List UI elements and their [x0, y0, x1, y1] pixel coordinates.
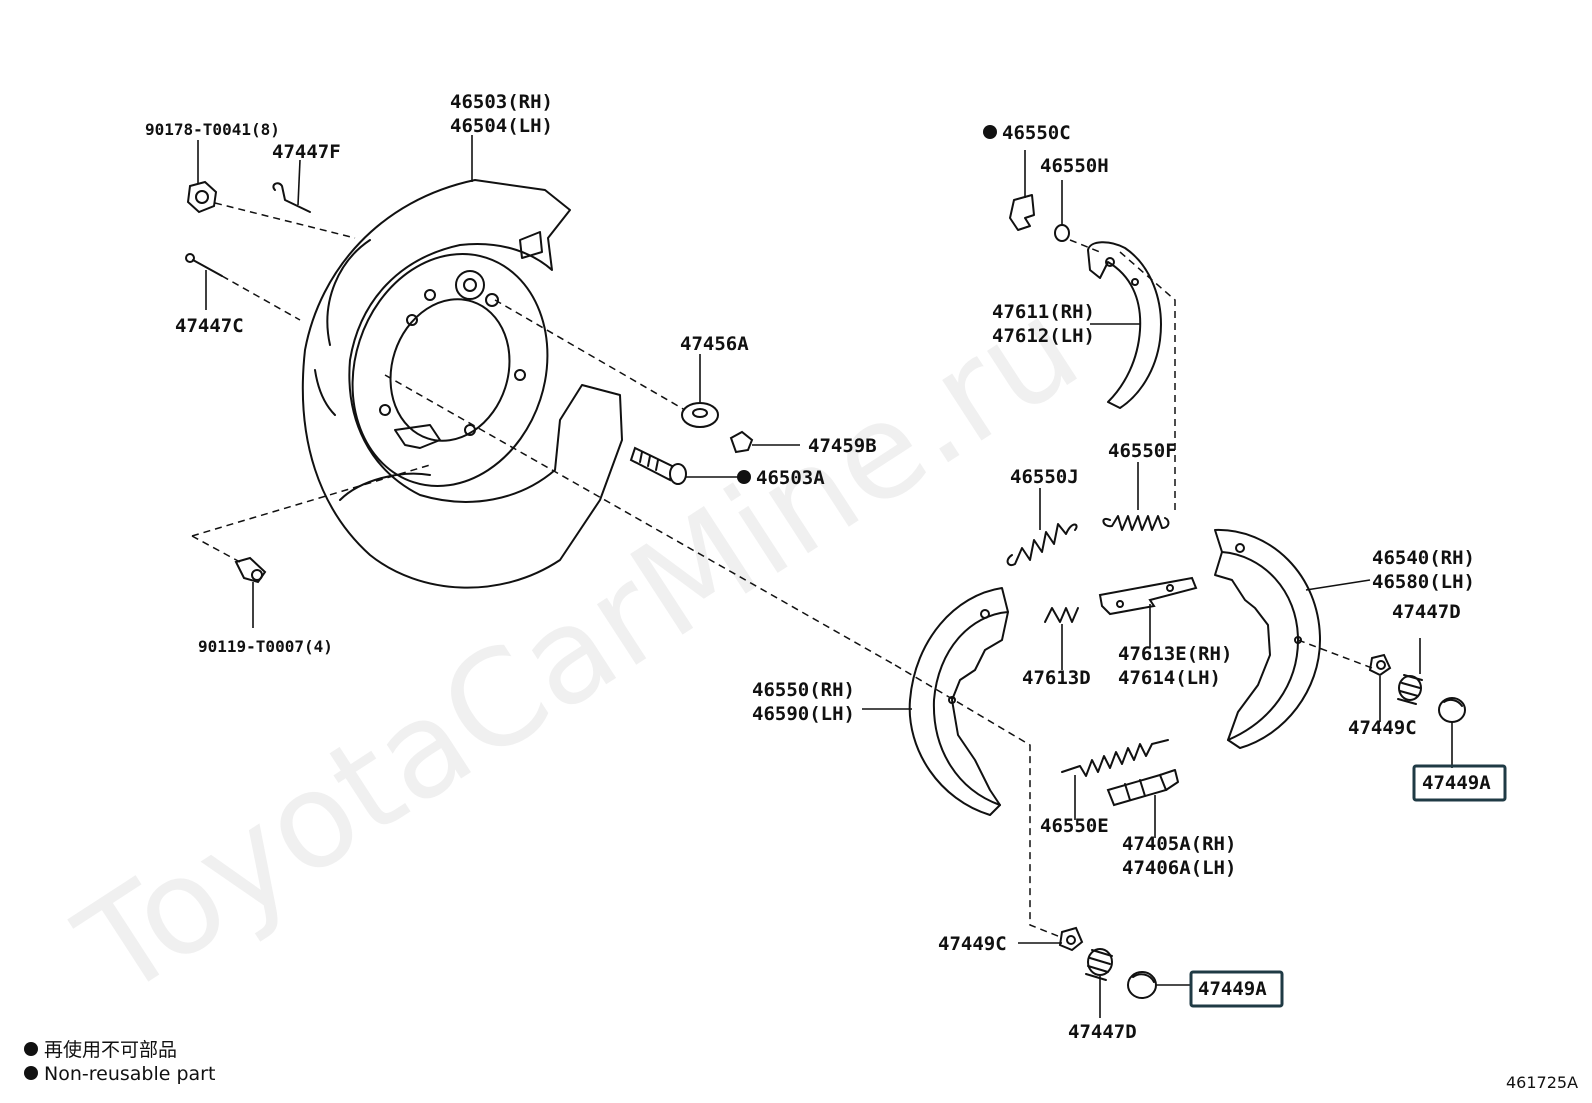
- washer-46550h-icon: [1054, 224, 1070, 242]
- legend-dot-icon: [24, 1042, 38, 1056]
- label-46550f: 46550F: [1108, 440, 1177, 462]
- label-46550: 46550(RH): [752, 679, 855, 701]
- label-90178: 90178-T0041(8): [145, 120, 280, 139]
- grommet-47456a-icon: [681, 402, 719, 428]
- label-47456a: 47456A: [680, 333, 749, 355]
- label-47447d-bottom: 47447D: [1068, 1021, 1137, 1043]
- highlight-box-47449a-right: [1412, 764, 1507, 802]
- spring-47447d-right-icon: [1397, 674, 1423, 705]
- label-47405a: 47405A(RH): [1122, 833, 1236, 855]
- label-46550h: 46550H: [1040, 155, 1109, 177]
- legend-jp: 再使用不可部品: [44, 1039, 177, 1061]
- legend-en: Non-reusable part: [44, 1063, 215, 1085]
- non-reusable-marker: [983, 125, 997, 139]
- spring-46550j-icon: [1006, 523, 1078, 566]
- spring-46550f-icon: [1102, 515, 1170, 531]
- label-46590: 46590(LH): [752, 703, 855, 725]
- plug-47459b-icon: [729, 430, 754, 454]
- label-47449c-bottom: 47449C: [938, 933, 1007, 955]
- spring-46550e-icon: [1061, 739, 1169, 777]
- label-46503: 46503(RH): [450, 91, 553, 113]
- label-47459b: 47459B: [808, 435, 877, 457]
- nut-90178-icon: [186, 180, 218, 214]
- label-47447f: 47447F: [272, 141, 341, 163]
- label-47447c: 47447C: [175, 315, 244, 337]
- cup-47449a-bottom-icon: [1127, 971, 1157, 999]
- shoe-46550-icon: [908, 587, 1009, 816]
- label-47613e: 47613E(RH): [1118, 643, 1232, 665]
- cup-47449a-right-icon: [1438, 697, 1466, 723]
- lever-47611-icon: [1087, 241, 1162, 409]
- label-47612: 47612(LH): [992, 325, 1095, 347]
- clip-46550c-icon: [1009, 194, 1035, 231]
- label-47449a-right: 47449A: [1422, 772, 1491, 794]
- label-46550c: 46550C: [1002, 122, 1071, 144]
- legend-dot-icon: [24, 1066, 38, 1080]
- non-reusable-marker: [737, 470, 751, 484]
- label-47449c-right: 47449C: [1348, 717, 1417, 739]
- label-46580: 46580(LH): [1372, 571, 1475, 593]
- pin-47449c-right-icon: [1368, 653, 1392, 677]
- backing-plate-icon: [301, 179, 623, 589]
- label-46550e: 46550E: [1040, 815, 1109, 837]
- label-47406a: 47406A(LH): [1122, 857, 1236, 879]
- label-46550j: 46550J: [1010, 466, 1079, 488]
- label-46503a: 46503A: [756, 467, 825, 489]
- pin-47447c-icon: [185, 253, 223, 277]
- bolt-46503a-icon: [629, 446, 687, 485]
- pin-47447f-icon: [272, 182, 311, 213]
- spring-47613d-icon: [1044, 607, 1079, 623]
- label-90119: 90119-T0007(4): [198, 637, 333, 656]
- pin-47449c-bottom-icon: [1058, 926, 1084, 952]
- diagram-reference: 461725A: [1506, 1073, 1578, 1092]
- bolt-90119-icon: [234, 556, 267, 584]
- highlight-box-47449a-bottom: [1189, 970, 1284, 1008]
- label-47611: 47611(RH): [992, 301, 1095, 323]
- label-47447d-right: 47447D: [1392, 601, 1461, 623]
- spring-47447d-bottom-icon: [1085, 948, 1113, 981]
- shoe-46540-icon: [1214, 528, 1321, 749]
- label-47613d: 47613D: [1022, 667, 1091, 689]
- label-47614: 47614(LH): [1118, 667, 1221, 689]
- strut-47613e-icon: [1098, 576, 1198, 616]
- label-46504: 46504(LH): [450, 115, 553, 137]
- label-47449a-bottom: 47449A: [1198, 978, 1267, 1000]
- label-46540: 46540(RH): [1372, 547, 1475, 569]
- adjuster-47405a-icon: [1106, 769, 1179, 807]
